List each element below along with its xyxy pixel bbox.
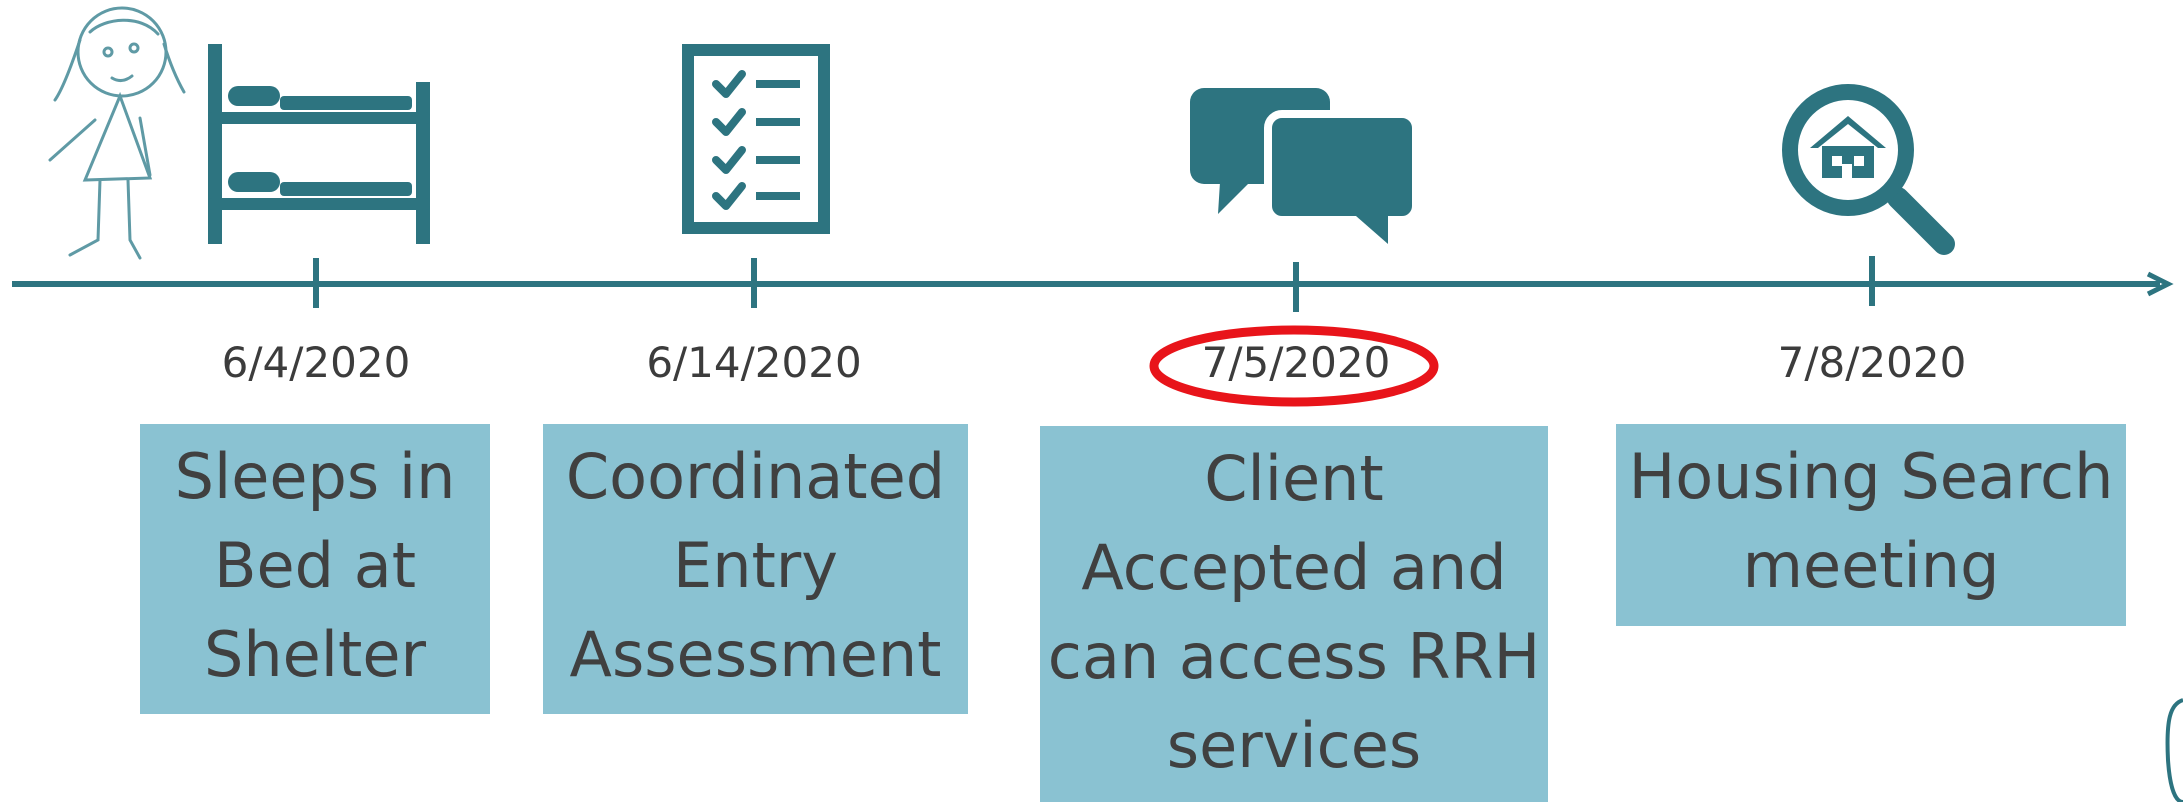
event-box: Housing Search meeting bbox=[1616, 424, 2126, 626]
event-box: Coordinated Entry Assessment bbox=[543, 424, 968, 714]
event-label: Sleeps in Bed at Shelter bbox=[174, 440, 456, 691]
event-box: Sleeps in Bed at Shelter bbox=[140, 424, 490, 714]
chat-bubbles-icon bbox=[1190, 88, 1420, 244]
stick-figure-girl-icon bbox=[48, 6, 186, 260]
event-label: Housing Search meeting bbox=[1628, 440, 2114, 602]
bunk-bed-icon bbox=[208, 44, 430, 244]
timeline-axis bbox=[12, 271, 2174, 297]
partial-figure-icon bbox=[2165, 698, 2183, 802]
event-date-highlighted: 7/5/2020 bbox=[1201, 338, 1391, 387]
event-date: 6/14/2020 bbox=[646, 338, 862, 387]
event-label: Coordinated Entry Assessment bbox=[565, 440, 946, 691]
date-highlight-circle bbox=[1149, 325, 1439, 407]
event-date: 6/4/2020 bbox=[221, 338, 411, 387]
event-box: Client Accepted and can access RRH servi… bbox=[1040, 426, 1548, 802]
event-label: Client Accepted and can access RRH servi… bbox=[1047, 442, 1541, 782]
house-search-icon bbox=[1782, 84, 1955, 255]
checklist-icon bbox=[682, 44, 830, 234]
timeline-ticks bbox=[313, 256, 1875, 312]
event-date: 7/8/2020 bbox=[1777, 338, 1967, 387]
